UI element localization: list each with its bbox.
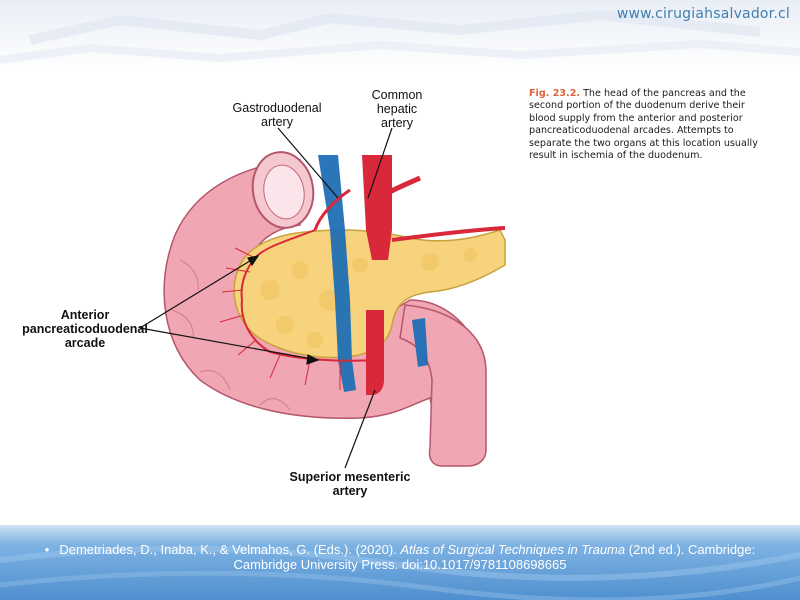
- arteries: [219, 155, 506, 395]
- label-line: artery: [261, 115, 293, 129]
- label-line: hepatic: [376, 102, 418, 116]
- caption-text: The head of the pancreas and the second …: [529, 88, 758, 162]
- label-line: artery: [332, 484, 368, 498]
- superior-mesenteric-artery-label: Superior mesenteric artery: [275, 470, 425, 498]
- common-hepatic-artery-label: Common hepatic artery: [362, 88, 432, 130]
- label-line: Anterior: [60, 308, 110, 322]
- label-line: pancreaticoduodenal: [22, 322, 148, 336]
- duodenum-lumen: [251, 151, 315, 229]
- citation: • Demetriades, D., Inaba, K., & Velmahos,…: [40, 542, 760, 572]
- website-watermark: www.cirugiahsalvador.cl: [616, 6, 790, 22]
- label-line: arcade: [64, 336, 106, 350]
- citation-rest: (2nd ed.). Cambridge: Cambridge Universi…: [233, 542, 756, 572]
- label-line: Common: [371, 88, 423, 102]
- citation-title: Atlas of Surgical Techniques in Trauma: [400, 542, 626, 557]
- label-line: Gastroduodenal: [232, 101, 322, 115]
- gastroduodenal-artery-label: Gastroduodenal artery: [222, 101, 332, 129]
- pancreas: [233, 229, 506, 359]
- anterior-arcade-label: Anterior pancreaticoduodenal arcade: [20, 308, 150, 350]
- bullet-icon: •: [44, 542, 50, 557]
- label-line: artery: [381, 116, 413, 130]
- portal-vein: [318, 155, 428, 392]
- label-line: Superior mesenteric: [289, 470, 411, 484]
- figure-number: Fig. 23.2.: [529, 88, 581, 99]
- citation-authors: Demetriades, D., Inaba, K., & Velmahos, …: [59, 542, 401, 557]
- pointer-lines: [139, 127, 393, 469]
- figure-caption: Fig. 23.2. The head of the pancreas and …: [529, 88, 761, 162]
